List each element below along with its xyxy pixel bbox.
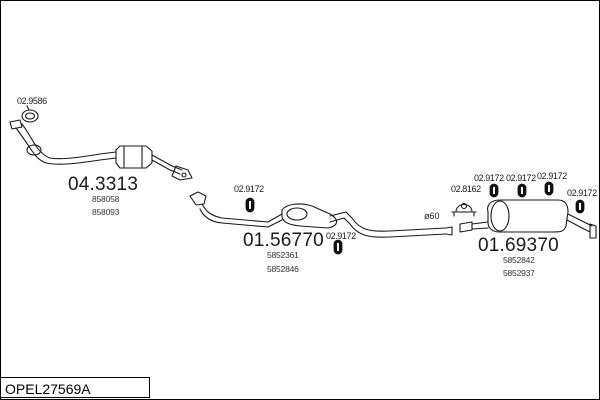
oe-number-middle-2: 5852846 [267,264,299,274]
label-hanger-mid-a: 02.9172 [234,184,264,194]
label-diameter: ø60 [424,211,440,221]
label-clamp-rear: 02.8162 [451,184,481,194]
part-number-rear: 01.69370 [478,235,559,256]
label-hanger-rear-c: 02.9172 [537,171,567,181]
front-gasket-ring [21,105,39,123]
hanger-rear-a [489,183,499,198]
label-gasket-front: 02.9586 [17,96,47,106]
hanger-mid-a [245,197,255,213]
label-hanger-rear-b: 02.9172 [506,173,536,183]
footer-code: OPEL27569A [5,381,91,397]
footer-code-box: OPEL27569A [0,377,150,398]
middle-silencer-pipe [189,191,453,238]
label-hanger-rear-d: 02.9172 [567,188,597,198]
oe-number-rear-1: 5852842 [503,255,535,265]
oe-number-rear-2: 5852937 [503,268,535,278]
hanger-rear-b [517,183,527,198]
rear-clamp [451,202,477,217]
label-hanger-rear-a: 02.9172 [474,173,504,183]
rear-silencer-pipe [459,199,597,239]
front-pipe-catalyst [9,119,193,181]
label-hanger-mid-b: 02.9172 [326,231,356,241]
oe-number-front-1: 858058 [92,194,120,204]
oe-number-front-2: 858093 [92,207,120,217]
part-number-front: 04.3313 [68,174,139,195]
oe-number-middle-1: 5852361 [267,250,299,260]
part-number-middle: 01.56770 [243,230,324,251]
hanger-rear-d [575,199,585,214]
hanger-rear-c [544,181,554,196]
hanger-mid-b [333,239,343,255]
